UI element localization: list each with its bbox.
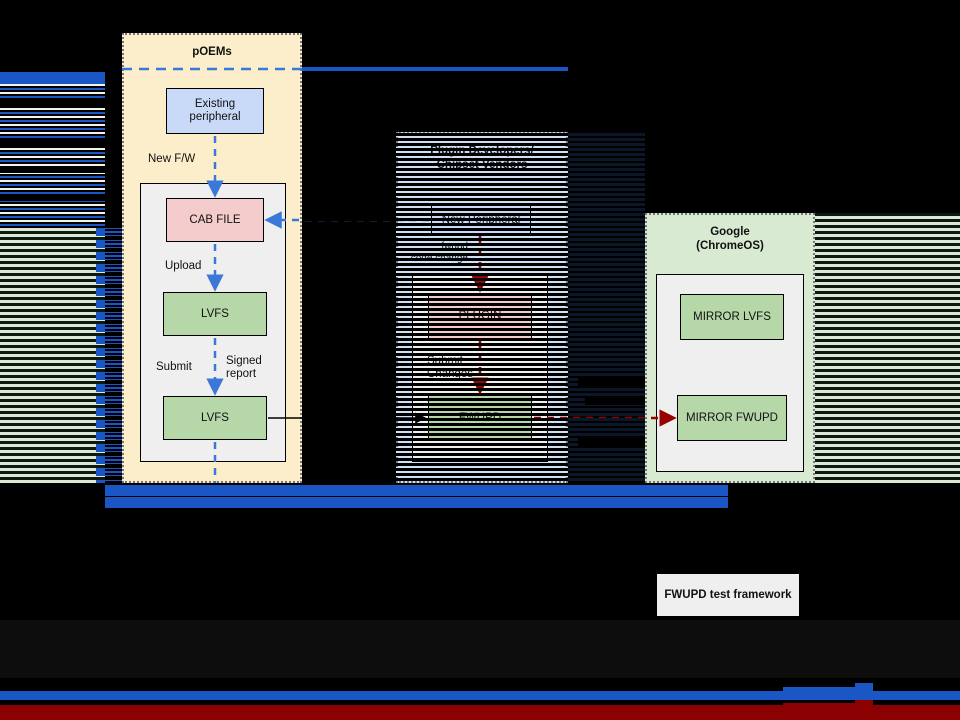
node-existing-peripheral[interactable]: Existing peripheral: [166, 88, 264, 134]
edge-label-submit: Submit: [156, 361, 192, 373]
node-lvfs-submit-label: LVFS: [201, 411, 229, 424]
node-lvfs-upload-label: LVFS: [201, 307, 229, 320]
node-existing-peripheral-label: Existing peripheral: [189, 98, 241, 123]
group-google-chromeos-title: Google (ChromeOS): [696, 226, 764, 252]
legend-fwupd-test-framework: FWUPD test framework: [657, 574, 799, 616]
edge-label-signed-report: Signed report: [226, 355, 262, 380]
edge-label-upload: Upload: [165, 260, 202, 272]
node-cab-file[interactable]: CAB FILE: [166, 198, 264, 242]
node-mirror-fwupd-label: MIRROR FWUPD: [686, 411, 778, 424]
node-mirror-fwupd[interactable]: MIRROR FWUPD: [677, 395, 787, 441]
node-mirror-lvfs[interactable]: MIRROR LVFS: [680, 294, 784, 340]
node-mirror-lvfs-label: MIRROR LVFS: [693, 310, 771, 323]
group-poems-title: pOEMs: [192, 46, 232, 58]
node-lvfs-upload[interactable]: LVFS: [163, 292, 267, 336]
legend-label: FWUPD test framework: [664, 588, 792, 601]
node-lvfs-submit[interactable]: LVFS: [163, 396, 267, 440]
node-cab-file-label: CAB FILE: [189, 213, 241, 226]
edge-label-new-fw: New F/W: [148, 153, 196, 165]
